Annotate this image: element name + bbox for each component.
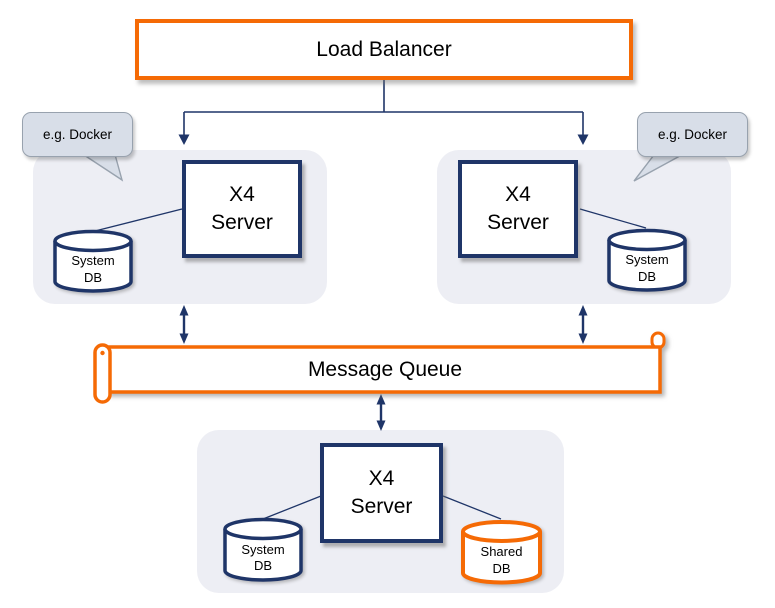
- database-cylinder-icon: [607, 228, 687, 292]
- message-queue: Message Queue: [93, 328, 673, 406]
- message-queue-label: Message Queue: [307, 357, 463, 381]
- system-db-bottom: System DB: [222, 517, 304, 584]
- right-docker-bubble: e.g. Docker: [637, 112, 748, 157]
- scroll-shape-icon: [93, 331, 666, 404]
- x4-server-left-label: X4 Server: [211, 183, 273, 234]
- left-docker-bubble-label: e.g. Docker: [42, 127, 113, 142]
- system-db-right: System DB: [606, 228, 688, 294]
- system-db-right-label: System DB: [625, 252, 669, 284]
- x4-server-bottom-box: X4 Server: [320, 443, 443, 543]
- x4-server-right-box: X4 Server: [458, 160, 578, 258]
- load-balancer-box: Load Balancer: [135, 19, 633, 80]
- scroll-left-roll: [93, 343, 112, 404]
- right-docker-bubble-label: e.g. Docker: [657, 127, 728, 142]
- system-db-left: System DB: [52, 229, 134, 295]
- arrowhead-to-right-server: [577, 134, 589, 145]
- database-cylinder-icon: [223, 517, 303, 582]
- x4-server-left-box: X4 Server: [182, 160, 302, 258]
- x4-server-bottom-label: X4 Server: [350, 467, 413, 518]
- system-db-left-label: System DB: [71, 253, 115, 285]
- left-docker-bubble: e.g. Docker: [22, 112, 133, 157]
- arrowhead-to-left-server: [178, 134, 190, 145]
- scroll-body: [106, 345, 662, 394]
- shared-db: Shared DB: [460, 519, 543, 587]
- database-cylinder-icon: [461, 520, 542, 585]
- shared-db-label: Shared DB: [480, 544, 523, 576]
- load-balancer-label: Load Balancer: [316, 37, 452, 61]
- scroll-roll-dot: [100, 350, 105, 356]
- database-cylinder-icon: [53, 229, 133, 293]
- lb-connector: [178, 80, 589, 145]
- system-db-bottom-label: System DB: [241, 541, 285, 573]
- x4-server-right-label: X4 Server: [487, 183, 549, 234]
